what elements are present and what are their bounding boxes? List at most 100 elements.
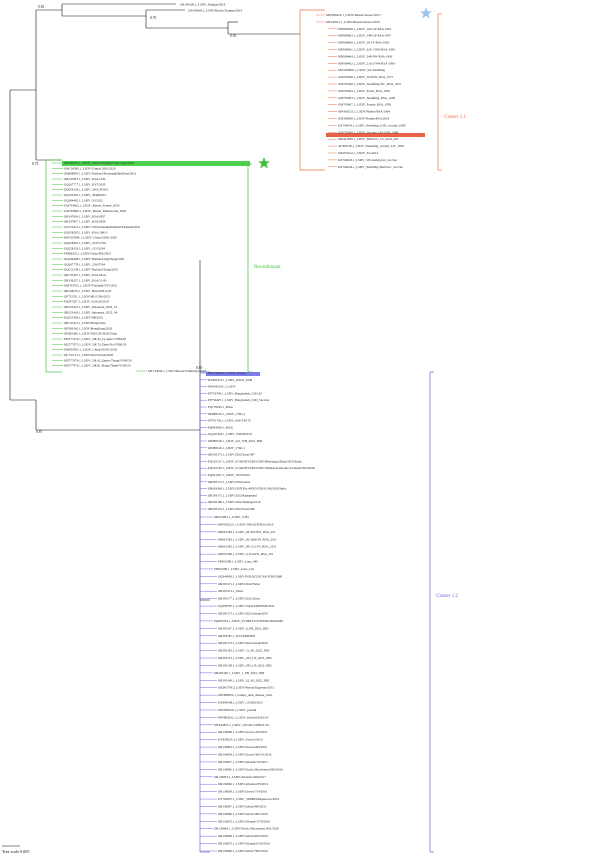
leaf-label: MZ577073.1_LSDV_20L81_Bang-Thanh/VNM/20 bbox=[64, 364, 131, 368]
leaf-label: OM793792.1_LSDV/Thailand/YST/2021 bbox=[64, 284, 118, 288]
leaf-label: MT643825.1_LSDV_23/LSD-2/0/BUL/16 bbox=[214, 723, 269, 727]
leaf-label: OR735407.1_LSDV_KSA/24/21 bbox=[64, 273, 107, 277]
leaf-label: MN938462.1_LSDV_210-2-NW-RSA-1993 bbox=[338, 61, 395, 65]
leaf-label: GR194108.1_LSDV_Kungan/2018 bbox=[180, 3, 226, 7]
leaf-label: PQ870794.1_LSDV_PVNRTVU/NIVEDI/2024/0048 bbox=[214, 619, 283, 623]
leaf-label: GM795404.1_LSDV_Potter_RSA_1956 bbox=[338, 89, 390, 93]
leaf-label: MW916225.1_LSDV/186-KZN/RSA/2019 bbox=[218, 522, 274, 526]
leaf-label: OQ394485.1_LSDV_XJ/2022 bbox=[64, 198, 103, 202]
tree-branches bbox=[9, 3, 300, 601]
leaf-label: OQ333202.1_LSDV_204960/04 bbox=[64, 193, 106, 197]
support-value: 0.81 bbox=[38, 5, 44, 9]
leaf-label: OR323413.1_LSDV_Indonesia_2022_S1 bbox=[64, 305, 118, 309]
leaf-label: OR393173.1_LSDV/2022/Surat/387 bbox=[208, 453, 255, 457]
cluster-1-2-bracket bbox=[199, 371, 434, 853]
support-value: 0.87 bbox=[36, 430, 42, 434]
leaf-label: MN938461.1_LSDV_220-1-NW-RSA-1993 bbox=[338, 48, 395, 52]
leaf-label: MZ577076.1_LSDV_20L45_Ly-Quoc/VNM/20 bbox=[64, 337, 126, 341]
leaf-label: MT134042.1_LSDV/Russia/Udmurtiya/2019 bbox=[148, 369, 206, 373]
cluster-label-1-2: Cluster 1.2 bbox=[436, 594, 458, 599]
leaf-label: MK441838.1_LSDV_Herbivac_LS_batch_495 bbox=[338, 137, 399, 141]
star-icon-green bbox=[258, 157, 270, 169]
leaf-label: KY702007.1_LSDV_SERBIA/Bujanovac/2016 bbox=[218, 797, 280, 801]
leaf-label: OP508336.1_LSDV/HongKong/2020 bbox=[64, 326, 113, 330]
leaf-label: MW656213.1_LSDV/Nasher/RSA/1964 bbox=[338, 110, 390, 114]
leaf-label: OQ267777.1_LSDV_KST/2020 bbox=[64, 182, 106, 186]
leaf-label: MW355944.1_LSDV_China/GD01/2020 bbox=[64, 236, 117, 240]
leaf-label: MW435866.1_LSDV_SA-Neethling bbox=[338, 68, 385, 72]
leaf-label: GM795406.1_LSDV_Neethling-WC_RSA_1957 bbox=[338, 82, 402, 86]
cluster-label-1-1: Cluster 1.1 bbox=[444, 115, 466, 120]
leaf-label: OR661584.1_LSDV_28-303-NW_RSA_201 bbox=[218, 530, 276, 534]
leaf-label: KY829023.3_LSDV_Evros/GR/15 bbox=[218, 738, 263, 742]
leaf-label: OP665380.1_LSDV/MZ/GD/2020/China bbox=[64, 332, 117, 336]
leaf-label: OQ508787.1_LSDV/VQ/KASHI/IND/2022 bbox=[218, 604, 275, 608]
leaf-label: OR393149.1_LSDV_32_RJ_2022_IND bbox=[218, 678, 270, 682]
leaf-label: OR136855.1_LSDV/Albania/1579/2016 bbox=[218, 819, 270, 823]
leaf-label: OR136847.1_LSDV/Serbia/946/2016 bbox=[218, 804, 267, 808]
leaf-label: OR393187.1_UNVERIFIED bbox=[218, 634, 256, 638]
leaf-label: GR456839.1_LSDV/Russia/Tyumen/2019 bbox=[188, 9, 243, 13]
leaf-label: PP756497.1_LSDV_Bangladesh_LSD_Vaccine bbox=[208, 398, 270, 402]
leaf-label: OR393176.1_LSDV/2022/Surat/380 bbox=[208, 507, 255, 511]
support-value: 0.76 bbox=[150, 16, 156, 20]
leaf-label: MT630211.1_LSDV/Russia/Saratov/2019 bbox=[326, 20, 380, 24]
leaf-label: OP688129.1_LSDV_V395_I bbox=[208, 412, 245, 416]
leaf-label: PQ041027.1_LSDV_19/03/2022 bbox=[208, 473, 250, 477]
leaf-label: OR136843.1_LSDV/Greece/694/2016 bbox=[218, 745, 268, 749]
leaf-label: OQ354254.1_LSDV_1962/JPJ/04 bbox=[64, 188, 108, 192]
leaf-label: GM793909.1_LSDV_Russia_Khabarovsk_2020 bbox=[64, 209, 126, 213]
leaf-label: MW631933.1_LSDV bbox=[208, 385, 236, 389]
leaf-label: OQ249498.1_LSDV/Thailand/AngThong/2021 bbox=[64, 257, 125, 261]
leaf-label: OR393158.1_LSDV_295_UP_2022_IND bbox=[218, 663, 272, 667]
leaf-label: OR393173.1_LSDV/2022/Assam/D59 bbox=[218, 641, 268, 645]
leaf-label: GN152415.1_LSDV/72/PrachuapKhiriKhan/Tha… bbox=[64, 225, 141, 229]
leaf-label: OR661586.1_LSDV_G12-KZN_RSA_201 bbox=[218, 552, 274, 556]
leaf-label: PQ043839.1_MAG bbox=[208, 425, 234, 429]
leaf-label: GM795407.1_LSDV_Pouzie_RSA_1959 bbox=[338, 103, 391, 107]
leaf-label: PP965299.1_LSDV_Lena_Lisi bbox=[214, 567, 254, 571]
leaf-label: OP688126.1_LSDV_V392.1 bbox=[208, 446, 245, 450]
leaf-label: OR523418.1_LSDV_Indonesia_2022_S4 bbox=[64, 310, 118, 314]
leaf-label: MN938460.1_LSDV_58-LP-RSA-1993 bbox=[338, 41, 390, 45]
leaf-label: OR136868.1_LSDV/Greece/478/2016 bbox=[218, 730, 268, 734]
leaf-label: OR393167.1_LSDV_6_PD_2022_IND bbox=[218, 626, 269, 630]
leaf-label: OR661583.1_LSDV_26-2266-FS_RSA_2011 bbox=[218, 537, 277, 541]
recombinant-bracket bbox=[45, 159, 252, 373]
leaf-label: GM795403.1_LSDV_Neethling_RSA_1958 bbox=[338, 96, 395, 100]
leaf-label: OR393175.1_LSDV/2022/Rajsamand bbox=[208, 493, 257, 497]
cluster-1-2b-leaves: OR510891.1_LSDV_V281MW916225.1_LSDV/186-… bbox=[214, 515, 283, 853]
scale-label: Tree scale 0.005 bbox=[2, 849, 29, 854]
cluster-1-1-leaves: MW656474.1_LSDV/Russia/Saratov/2017MT630… bbox=[326, 13, 406, 169]
leaf-label: OQ258281.1_LSDV_234/5/7/04 bbox=[64, 241, 106, 245]
highlight-bar-recombinant bbox=[62, 161, 250, 166]
leaf-label: KX764644.1_LSDV_Neethling-Herbivac_vacci… bbox=[338, 165, 403, 169]
leaf-label: MN938464.1_LSDV_248-NW-RSA-1993 bbox=[338, 54, 393, 58]
leaf-label: GM795408.1_LSDV_39-KZN_RSA_1977 bbox=[338, 75, 394, 79]
leaf-label: OQ346983.1_LSDV/IND/2022/ICAR-IVRI/DHR bbox=[218, 574, 283, 578]
leaf-label: OP688128.1_LSDV_221_WB_2019_IND bbox=[208, 439, 263, 443]
leaf-label: OR136864.1_LSDV/North_Macedonia/1811/201… bbox=[214, 827, 279, 831]
leaf-label: PP986332.1_LSDV/China/HX/2023 bbox=[64, 252, 111, 256]
leaf-label: KX764643.1_LSDV_SIS-Lumpyvax_vaccine bbox=[338, 158, 397, 162]
support-value: 0.95 bbox=[196, 366, 202, 370]
support-value: 0.95 bbox=[230, 34, 236, 38]
leaf-label: OR136866.1_LSDV/Serbia/5667/2016 bbox=[218, 812, 268, 816]
leaf-label: OR397613.1_MAG bbox=[218, 589, 244, 593]
support-value: 0.75 bbox=[32, 162, 38, 166]
leaf-label: OR136855.1_LSDV/Albania/6150/2016 bbox=[218, 842, 270, 846]
leaf-label: KX764645.1_LSDV_Neethling_LSD_vaccine_OB… bbox=[338, 123, 406, 127]
recombinant-leaves: OP508345.1_LSDV_China/Xinjiang/Cattle/Au… bbox=[64, 161, 206, 373]
highlight-bar-cluster1-1 bbox=[326, 133, 425, 137]
leaf-label: MW899952.1_Lumpy_skin_disease_virus bbox=[218, 693, 273, 697]
leaf-label: OL752713.1_LSDV/Kin/Taiwan/2020 bbox=[64, 353, 114, 357]
leaf-label: OQ358205.1_LSDV_KSA/19813 bbox=[64, 230, 108, 234]
leaf-label: GM338469.1_LSDV/Nasher/RSA/2018 bbox=[338, 117, 390, 121]
leaf-label: OR347837.1_LSDV_KSA/0929 bbox=[64, 220, 106, 224]
leaf-label: OR393173.1_LSDV/2022/Assam/D59 bbox=[218, 611, 268, 615]
leaf-label: GM793462.1_LSDV_Russia_Tomsk_2020 bbox=[64, 204, 120, 208]
leaf-label: OR603000.1_LSDV/CHITRA-40/NIVEDI/ICAR/20… bbox=[208, 487, 287, 491]
leaf-label: OR136845.1_LSDV/North_Macedonia/2404/201… bbox=[218, 767, 283, 771]
leaf-label: PP791726.1_LSDV_SAUVM-76 bbox=[208, 419, 251, 423]
leaf-label: OR136849.1_LSDV/Serbia/7965/2016 bbox=[218, 849, 268, 853]
